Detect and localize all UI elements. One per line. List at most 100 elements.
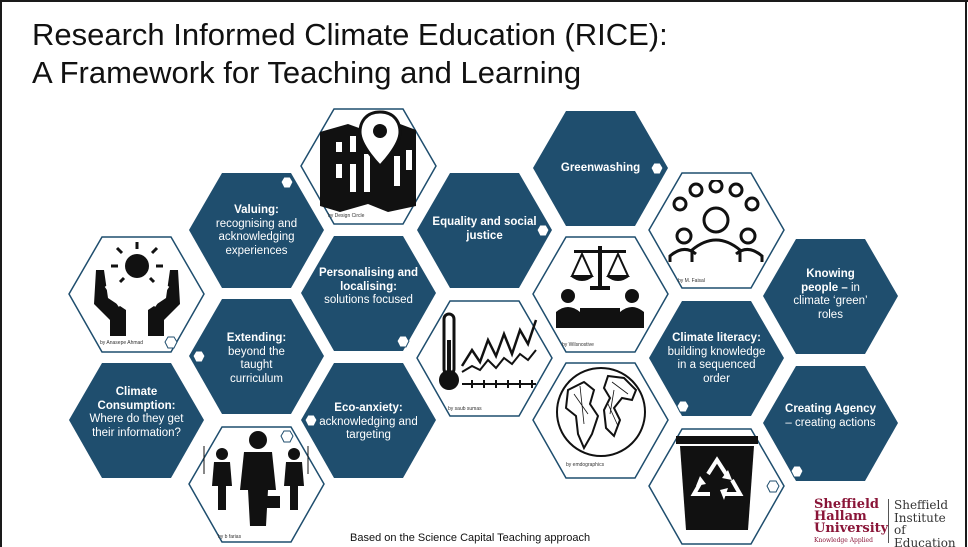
hex-bullet-icon	[766, 480, 780, 493]
hexagon-shape	[189, 299, 324, 414]
hex-climate-consumption-text: Climate Consumption:Where do they get th…	[68, 386, 205, 440]
hex-icon-recycle	[648, 428, 785, 545]
hex-creating-agency-desc: – creating actions	[785, 416, 876, 429]
hex-climate-consumption-desc: Where do they get their information?	[89, 413, 184, 439]
icon-credit: by b farias	[218, 534, 242, 540]
hex-equality-label: Equality and social justice	[432, 216, 537, 242]
hex-climate-literacy-desc: building knowledge in a sequenced order	[667, 345, 766, 385]
hex-icon-justice: by Wilsnostive	[532, 236, 669, 353]
logo-line-3: University	[814, 521, 889, 536]
hex-creating-agency: Creating Agency– creating actions	[762, 365, 899, 482]
hex-icon-business: by b farias	[188, 426, 325, 543]
logo-line-2: Hallam	[814, 509, 867, 524]
hex-climate-literacy-text: Climate literacy: building knowledge in …	[648, 332, 785, 386]
hex-creating-agency-label: Creating Agency	[785, 403, 876, 415]
hex-climate-consumption: Climate Consumption:Where do they get th…	[68, 362, 205, 479]
hex-equality: Equality and social justice	[416, 172, 553, 289]
hex-eco-anxiety: Eco-anxiety:acknowledging and targeting	[300, 362, 437, 479]
logo-divider	[888, 499, 889, 543]
hexagon-shape	[533, 111, 668, 226]
hex-bullet-icon	[304, 414, 318, 427]
hexagon-shape	[69, 363, 204, 478]
hex-personalising-text: Personalising and localising:solutions f…	[300, 267, 437, 308]
hex-equality-text: Equality and social justice	[416, 216, 553, 243]
icon-credit: by Design Circle	[328, 213, 365, 219]
recycle-bin-icon	[676, 436, 758, 530]
hex-bullet-icon	[280, 176, 294, 189]
hex-bullet-icon	[536, 224, 550, 237]
globe-icon	[556, 367, 646, 457]
hex-bullet-icon	[192, 350, 206, 363]
hex-icon-globe: by emdographics	[532, 362, 669, 479]
hex-eco-anxiety-label: Eco-anxiety:	[334, 402, 403, 414]
business-people-icon	[203, 431, 309, 526]
hex-bullet-icon	[396, 335, 410, 348]
slide-title: Research Informed Climate Education (RIC…	[32, 16, 668, 92]
hex-valuing-text: Valuing:recognising and acknowledging ex…	[188, 204, 325, 258]
title-line-2: A Framework for Teaching and Learning	[32, 55, 582, 90]
icon-credit: by saub sumas	[448, 406, 482, 412]
hex-extending-label: Extending:	[226, 332, 287, 344]
hex-extending: Extending:beyond the taught curriculum	[188, 298, 325, 415]
hexagon-shape	[649, 301, 784, 416]
thermometer-chart-icon	[439, 312, 538, 390]
hexagon-shape	[301, 236, 436, 351]
logo-institute: Sheffield Institute of Education	[894, 499, 966, 547]
footer-caption: Based on the Science Capital Teaching ap…	[350, 532, 591, 544]
hex-climate-literacy: Climate literacy: building knowledge in …	[648, 300, 785, 417]
hex-bullet-icon	[650, 162, 664, 175]
institute-line-3: of Education	[894, 523, 956, 547]
hex-bullet-icon	[164, 336, 178, 349]
hex-extending-text: Extending:beyond the taught curriculum	[188, 332, 325, 386]
hex-greenwashing: Greenwashing	[532, 110, 669, 227]
hex-knowing-people: Knowing people – in climate ‘green’ role…	[762, 238, 899, 355]
institute-line-1: Sheffield	[894, 498, 949, 512]
hexagon-shape	[763, 366, 898, 481]
hex-knowing-people-text: Knowing people – in climate ‘green’ role…	[762, 268, 899, 322]
hex-extending-desc: beyond the taught curriculum	[228, 345, 285, 385]
hexagon-shape	[189, 173, 324, 288]
logo-line-1: Sheffield	[814, 497, 880, 512]
hex-valuing: Valuing:recognising and acknowledging ex…	[188, 172, 325, 289]
logo-tagline: Knowledge Applied	[814, 537, 873, 544]
hex-icon-hands: by Anasepe Ahmad	[68, 236, 205, 353]
slide-border-top	[0, 0, 968, 2]
hex-bullet-icon	[280, 430, 294, 443]
hex-icon-people: by M. Faisal	[648, 172, 785, 289]
hexagon-outline	[68, 236, 205, 353]
community-people-icon	[668, 180, 764, 262]
hex-eco-anxiety-desc: acknowledging and targeting	[319, 415, 418, 442]
hex-creating-agency-text: Creating Agency– creating actions	[762, 403, 899, 430]
icon-credit: by Wilsnostive	[562, 342, 594, 348]
university-logo: Sheffield Hallam University Knowledge Ap…	[814, 497, 966, 547]
slide-border-right	[965, 0, 967, 547]
icon-credit: by emdographics	[566, 462, 605, 468]
hex-icon-map: by Design Circle	[300, 108, 437, 225]
hex-personalising-label: Personalising and localising:	[318, 267, 419, 293]
hex-knowing-people-desc: in climate ‘green’ roles	[793, 281, 868, 321]
title-line-1: Research Informed Climate Education (RIC…	[32, 17, 668, 52]
hex-icon-thermometer: by saub sumas	[416, 300, 553, 417]
hex-valuing-desc: recognising and acknowledging experience…	[215, 217, 298, 257]
icon-credit: by Anasepe Ahmad	[100, 340, 144, 346]
hex-personalising-desc: solutions focused	[324, 294, 413, 306]
sun-in-hands-icon	[94, 242, 180, 336]
hex-greenwashing-label: Greenwashing	[560, 162, 641, 174]
hex-bullet-icon	[676, 400, 690, 413]
hexagon-shape	[417, 173, 552, 288]
hexagon-shape	[763, 239, 898, 354]
map-pin-icon	[320, 110, 416, 212]
hexagon-shape	[301, 363, 436, 478]
hex-knowing-people-label: Knowing people –	[801, 268, 855, 294]
institute-line-2: Institute	[894, 510, 946, 525]
justice-scale-icon	[556, 246, 644, 328]
hex-climate-consumption-label: Climate Consumption:	[97, 386, 176, 412]
hex-bullet-icon	[790, 465, 804, 478]
hex-greenwashing-text: Greenwashing	[532, 162, 669, 176]
slide-border-left	[0, 0, 2, 547]
hex-personalising: Personalising and localising:solutions f…	[300, 235, 437, 352]
hex-climate-literacy-label: Climate literacy:	[672, 332, 761, 344]
hex-eco-anxiety-text: Eco-anxiety:acknowledging and targeting	[300, 402, 437, 443]
hex-valuing-label: Valuing:	[234, 204, 279, 216]
